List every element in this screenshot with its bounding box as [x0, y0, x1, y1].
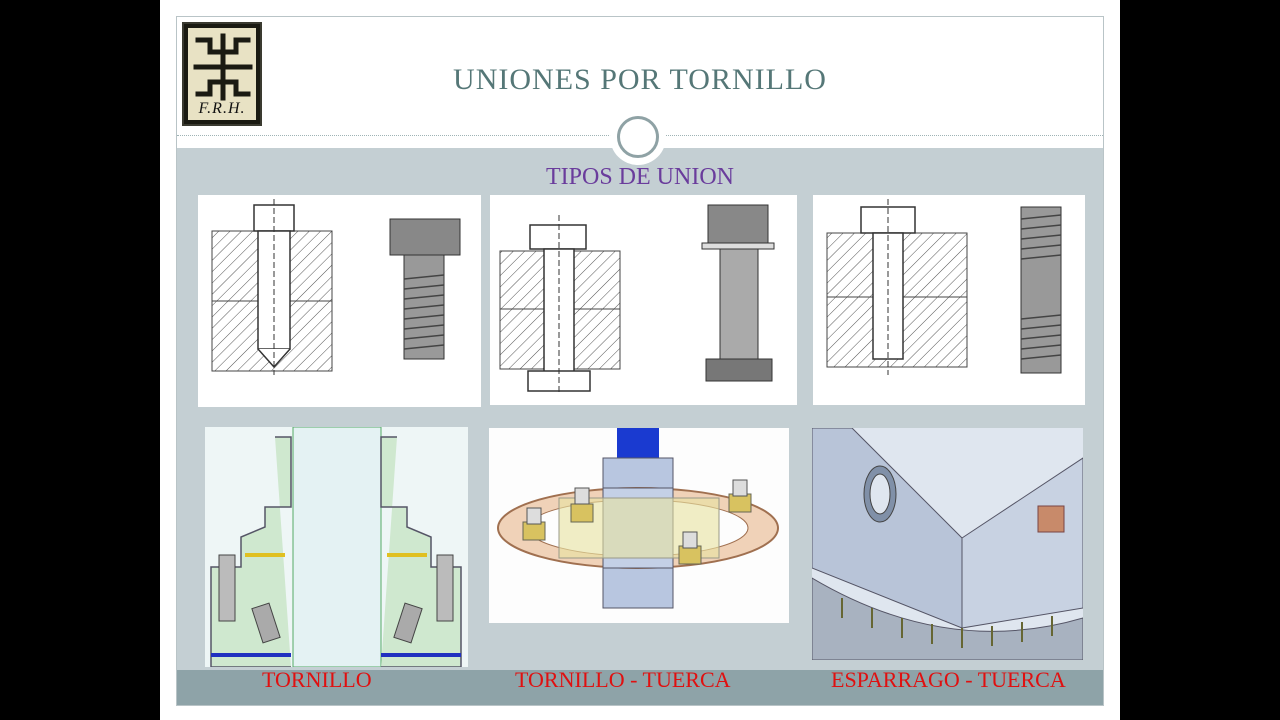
bolt-section-drawing-icon	[211, 199, 461, 375]
stud-nut-section-drawing-icon	[826, 199, 1062, 375]
caption-tornillo: TORNILLO	[262, 667, 372, 692]
caption-tornillo-tuerca: TORNILLO - TUERCA	[515, 667, 731, 692]
drawing-tornillo	[198, 195, 481, 407]
drawing-esparrago-tuerca	[813, 195, 1085, 405]
logo-text: F.R.H.	[198, 100, 246, 117]
frh-logo: F.R.H.	[182, 22, 262, 126]
utn-emblem-icon	[193, 33, 253, 101]
slide-title: UNIONES POR TORNILLO	[453, 63, 827, 96]
caption-esparrago-tuerca: ESPARRAGO - TUERCA	[831, 667, 1066, 692]
bolt-nut-section-drawing-icon	[499, 204, 775, 395]
slide-frame: F.R.H. UNIONES POR TORNILLO TIPOS DE UNI…	[176, 16, 1104, 706]
slide: F.R.H. UNIONES POR TORNILLO TIPOS DE UNI…	[160, 0, 1120, 720]
render-tornillo	[205, 426, 468, 668]
render-tornillo-tuerca	[489, 428, 789, 623]
housing-stud-render-icon	[811, 427, 1084, 661]
footer-band	[177, 670, 1103, 705]
render-esparrago-tuerca	[811, 427, 1084, 661]
section-subtitle: TIPOS DE UNION	[546, 164, 734, 190]
drawing-tornillo-tuerca	[490, 195, 797, 405]
shaft-flange-render-icon	[489, 428, 789, 623]
bearing-housing-render-icon	[205, 426, 468, 668]
divider-circle-icon	[610, 109, 666, 165]
